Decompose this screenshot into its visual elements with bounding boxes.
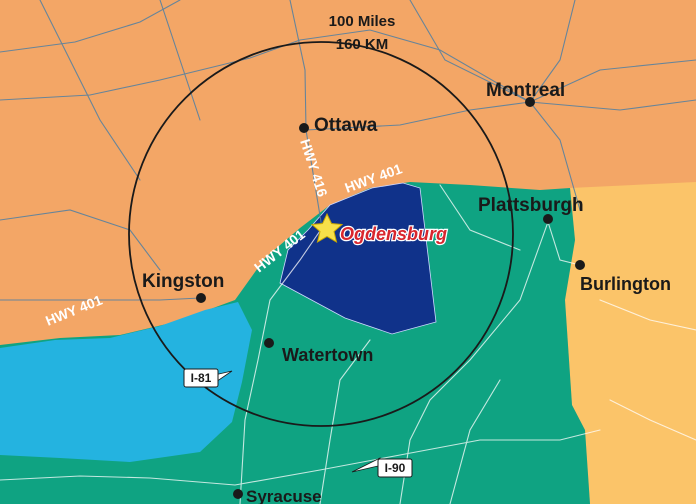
syracuse-marker	[233, 489, 243, 499]
burlington-label: Burlington	[580, 274, 671, 294]
i90-label: I-90	[385, 461, 406, 475]
radius-circle	[128, 41, 514, 427]
i90-badge: I-90	[351, 457, 413, 478]
plattsburgh-marker	[543, 214, 553, 224]
i81-badge: I-81	[183, 368, 233, 388]
plattsburgh-label: Plattsburgh	[478, 195, 584, 216]
watertown-label: Watertown	[282, 345, 373, 365]
ottawa-label: Ottawa	[314, 115, 378, 136]
st-lawrence-county	[279, 182, 437, 335]
ogdensburg-label: Ogdensburg	[340, 224, 447, 244]
lake-ontario	[0, 302, 252, 462]
burlington-marker	[575, 260, 585, 270]
syracuse-label: Syracuse	[246, 487, 322, 504]
montreal-marker	[525, 97, 535, 107]
radius-km-label: 160 KM	[336, 36, 389, 53]
montreal-label: Montreal	[486, 80, 565, 101]
kingston-marker	[196, 293, 206, 303]
vermont-region	[565, 182, 696, 504]
ottawa-marker	[299, 123, 309, 133]
city-markers	[196, 97, 585, 499]
i81-label: I-81	[191, 371, 212, 385]
ogdensburg-star-icon	[310, 212, 344, 244]
watertown-marker	[264, 338, 274, 348]
radius-miles-label: 100 Miles	[329, 13, 396, 30]
kingston-label: Kingston	[142, 271, 224, 292]
